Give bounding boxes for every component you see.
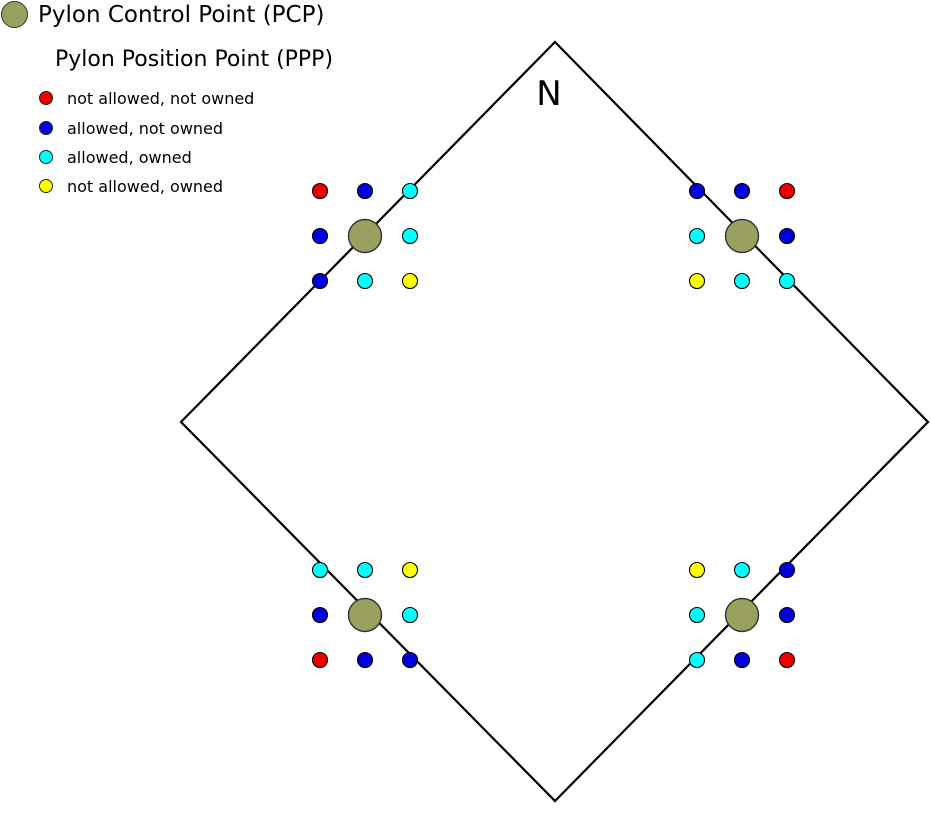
legend: Pylon Control Point (PCP) Pylon Position… [0, 0, 430, 210]
cyan-dot-icon [39, 150, 53, 164]
pcp-circle [724, 597, 760, 633]
yellow-dot-icon [39, 179, 53, 193]
pylon-cluster-top-right [688, 182, 796, 290]
legend-item-yellow: not allowed, owned [39, 176, 224, 196]
ppp-dot-cyan [356, 561, 374, 579]
ppp-dot-blue [733, 182, 751, 200]
ppp-dot-blue [778, 606, 796, 624]
ppp-dot-cyan [401, 182, 419, 200]
ppp-dot-blue [311, 606, 329, 624]
ppp-dot-cyan [688, 606, 706, 624]
ppp-dot-blue [311, 227, 329, 245]
ppp-dot-cyan [688, 651, 706, 669]
legend-item-label: allowed, owned [67, 147, 192, 167]
north-label: N [536, 74, 561, 114]
course-diamond-outline [179, 40, 930, 803]
ppp-dot-yellow [401, 272, 419, 290]
ppp-dot-blue [778, 227, 796, 245]
ppp-dot-yellow [688, 272, 706, 290]
red-dot-icon [39, 91, 53, 105]
ppp-dot-cyan [311, 561, 329, 579]
ppp-dot-blue [356, 182, 374, 200]
pcp-circle [347, 218, 383, 254]
legend-item-blue: allowed, not owned [39, 118, 224, 138]
ppp-dot-yellow [401, 561, 419, 579]
ppp-dot-red [311, 182, 329, 200]
ppp-dot-red [778, 651, 796, 669]
ppp-dot-cyan [778, 272, 796, 290]
blue-dot-icon [39, 121, 53, 135]
ppp-legend-title: Pylon Position Point (PPP) [55, 47, 334, 72]
pcp-legend-label: Pylon Control Point (PCP) [38, 2, 325, 28]
pcp-circle [347, 597, 383, 633]
ppp-dot-cyan [733, 272, 751, 290]
legend-item-label: not allowed, owned [67, 176, 224, 196]
ppp-dot-blue [733, 651, 751, 669]
legend-item-label: not allowed, not owned [67, 88, 255, 108]
pylon-clusters [311, 182, 796, 669]
ppp-dot-blue [311, 272, 329, 290]
ppp-dot-cyan [356, 272, 374, 290]
legend-item-red: not allowed, not owned [39, 88, 255, 108]
ppp-dot-cyan [401, 227, 419, 245]
ppp-dot-cyan [733, 561, 751, 579]
ppp-dot-cyan [401, 606, 419, 624]
ppp-dot-cyan [688, 227, 706, 245]
ppp-dot-blue [401, 651, 419, 669]
pcp-circle [724, 218, 760, 254]
ppp-dot-blue [688, 182, 706, 200]
ppp-dot-red [311, 651, 329, 669]
pylon-cluster-bottom-right [688, 561, 796, 669]
legend-item-label: allowed, not owned [67, 118, 224, 138]
ppp-dot-red [778, 182, 796, 200]
ppp-dot-blue [356, 651, 374, 669]
pcp-legend-icon [1, 1, 28, 28]
pylon-cluster-top-left [311, 182, 419, 290]
legend-item-cyan: allowed, owned [39, 147, 192, 167]
ppp-dot-yellow [688, 561, 706, 579]
pylon-cluster-bottom-left [311, 561, 419, 669]
ppp-dot-blue [778, 561, 796, 579]
